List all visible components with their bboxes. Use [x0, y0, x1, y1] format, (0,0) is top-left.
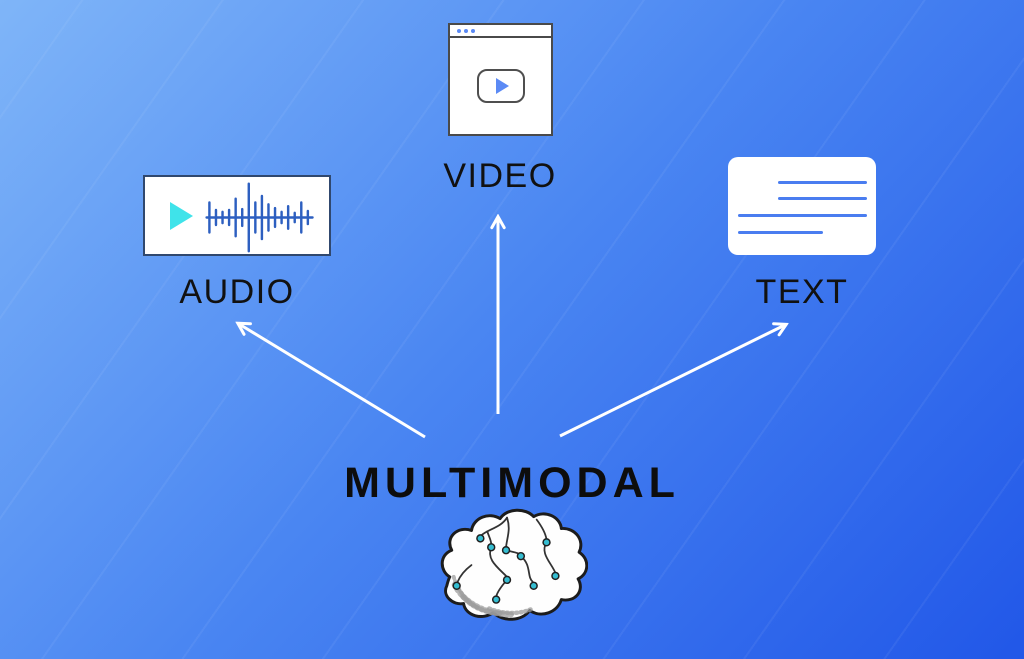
video-window-titlebar — [450, 25, 551, 38]
play-triangle-icon — [496, 78, 509, 94]
brain-icon — [440, 508, 588, 621]
audio-waveform-icon — [205, 182, 314, 253]
video-window-body — [450, 38, 551, 134]
arrow-to-text — [559, 325, 785, 438]
text-line-icon — [778, 197, 867, 200]
text-card — [728, 157, 876, 255]
audio-card — [143, 175, 331, 256]
audio-label: AUDIO — [179, 273, 295, 311]
arrow-to-audio — [239, 324, 426, 439]
diagram-title: MULTIMODAL — [344, 459, 680, 507]
window-dot-icon — [457, 28, 461, 33]
video-label: VIDEO — [443, 157, 557, 195]
audio-play-icon — [170, 201, 193, 230]
text-line-icon — [778, 181, 867, 184]
window-dot-icon — [471, 28, 475, 33]
video-play-icon — [476, 69, 525, 103]
window-dot-icon — [464, 28, 468, 33]
text-line-icon — [738, 214, 867, 217]
text-label: TEXT — [755, 273, 849, 311]
video-card — [448, 23, 553, 136]
text-line-icon — [738, 231, 823, 234]
